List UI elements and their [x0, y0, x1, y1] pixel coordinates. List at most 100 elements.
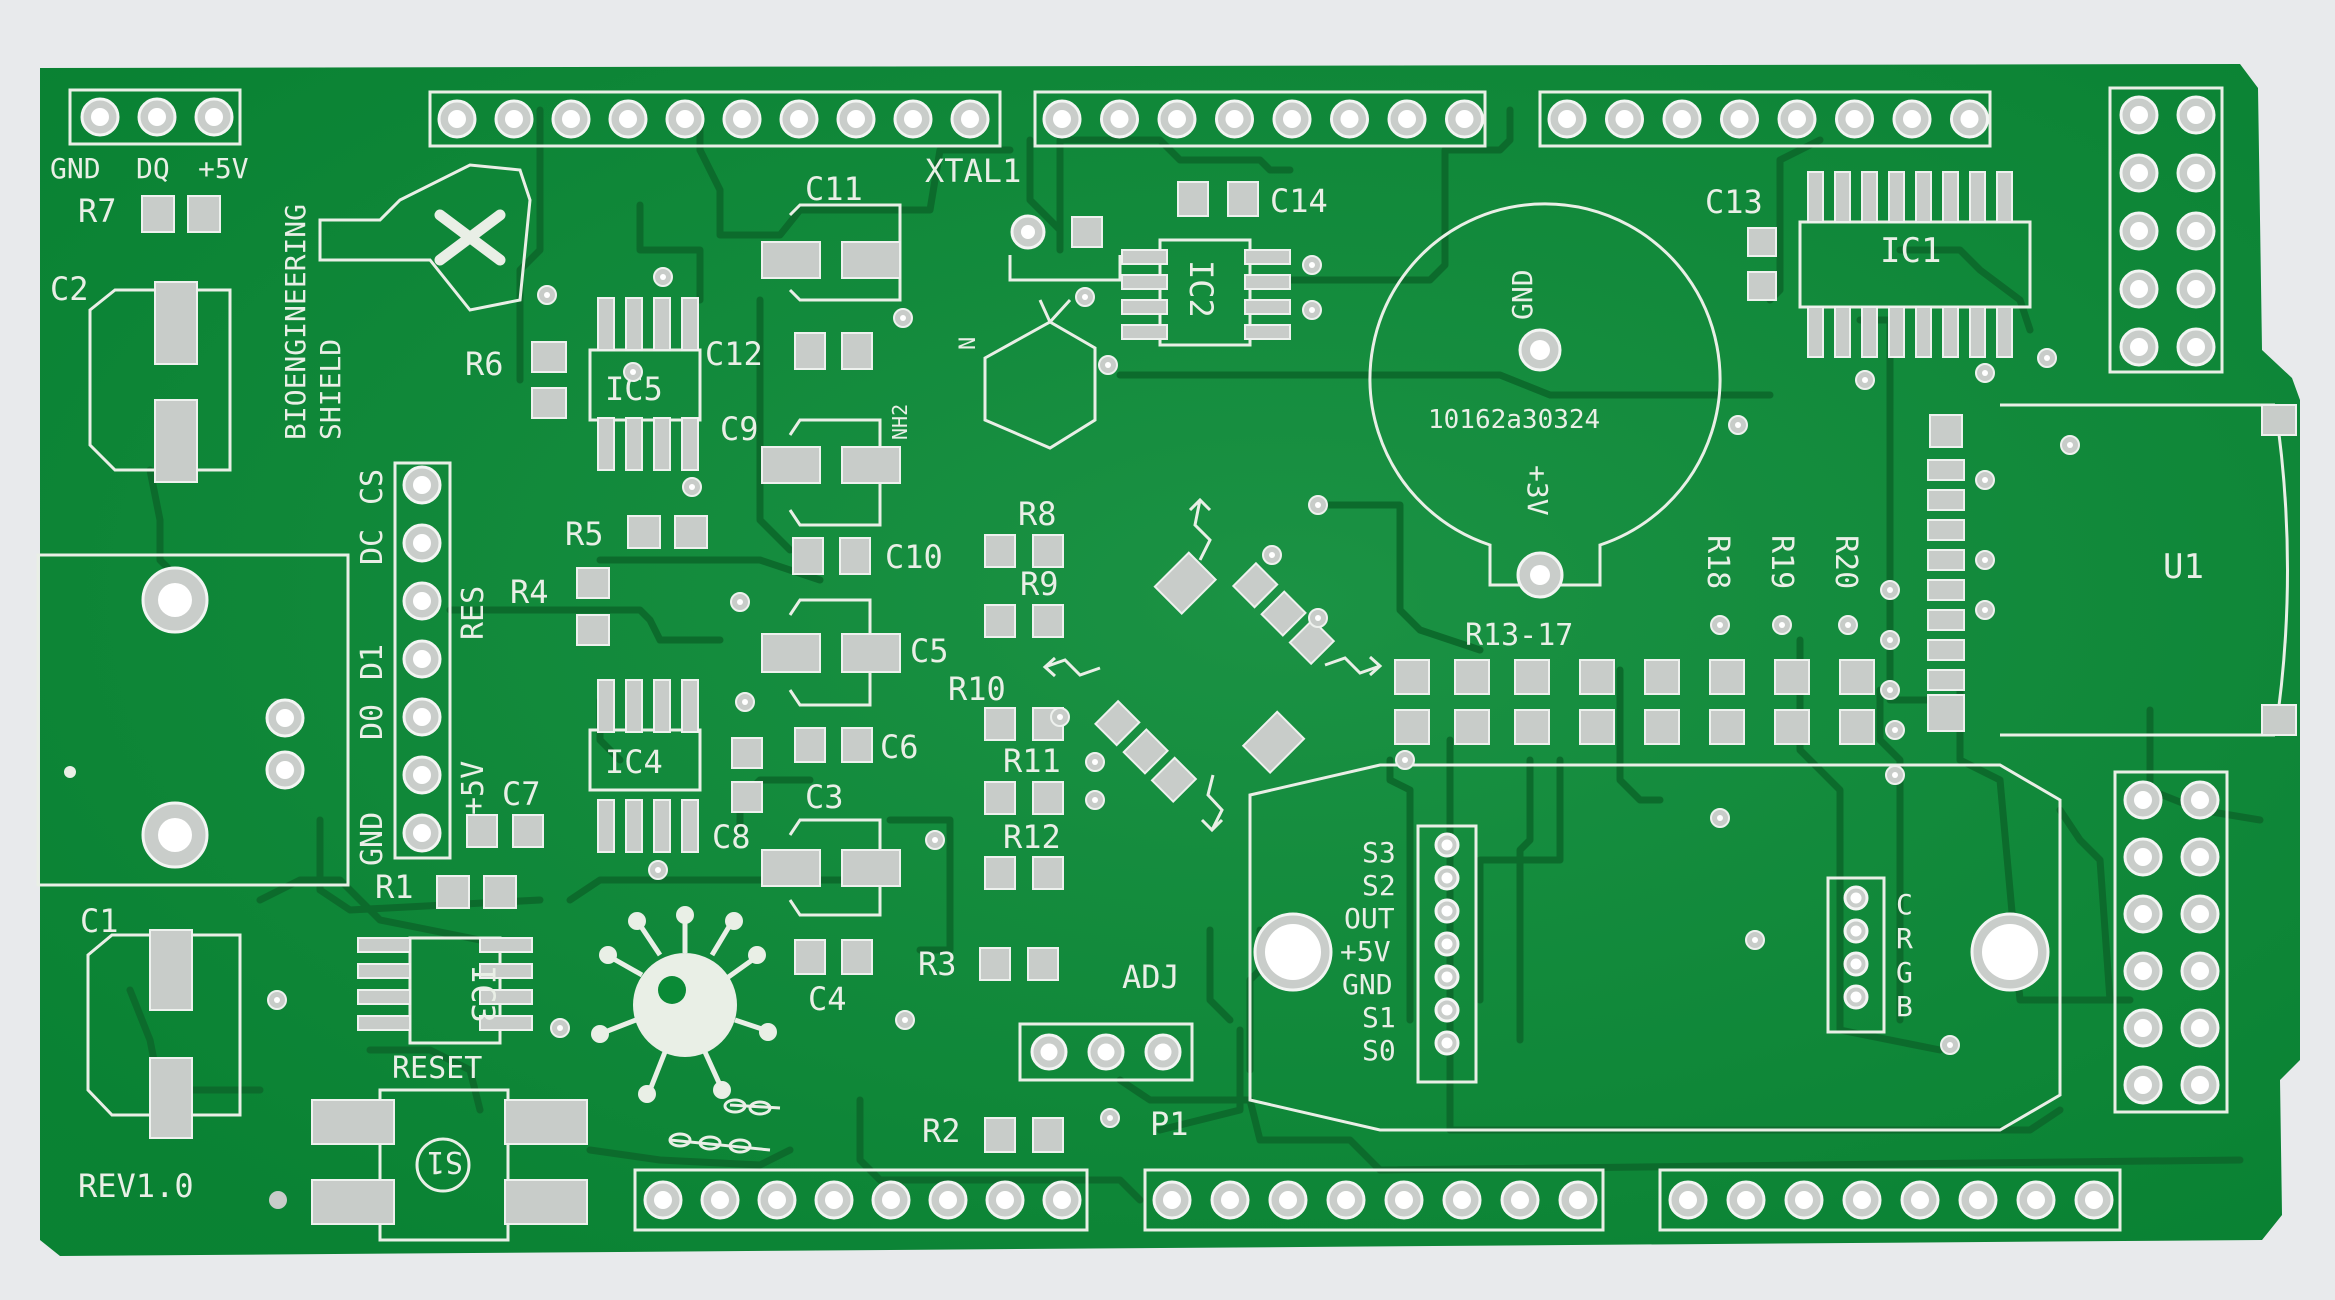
label-c11: C11: [805, 170, 863, 208]
through-hole-pin: [1434, 964, 1460, 990]
via: [1262, 545, 1282, 565]
through-hole-pin: [1950, 99, 1989, 139]
through-hole-pin: [1434, 898, 1460, 924]
through-hole-pin: [1784, 1180, 1824, 1220]
through-hole-pin: [2180, 1065, 2220, 1105]
virus-logo: [591, 906, 777, 1103]
via: [1975, 550, 1995, 570]
label-buzzer-code: 10162a30324: [1428, 405, 1600, 435]
through-hole-pin: [1326, 1180, 1366, 1220]
sd-card-socket-u1: [1927, 403, 2297, 737]
label-5v-side: +5V: [456, 761, 491, 815]
via: [1975, 470, 1995, 490]
label-gnd-top: GND: [50, 152, 101, 185]
label-c7: C7: [502, 775, 541, 813]
via: [1880, 680, 1900, 700]
through-hole-pin: [2074, 1180, 2114, 1220]
crystal-xtal1: [1008, 214, 1122, 282]
via: [1085, 790, 1105, 810]
through-hole-pin: [2119, 153, 2159, 193]
through-hole-pin: [2176, 95, 2216, 135]
label-r5: R5: [565, 515, 604, 553]
via: [1745, 930, 1765, 950]
label-dq: DQ: [136, 152, 170, 185]
via: [1085, 752, 1105, 772]
resistor-r11: [984, 781, 1064, 815]
label-r8: R8: [1018, 495, 1057, 533]
through-hole-pin: [757, 1180, 797, 1220]
chip-ic3: [357, 936, 533, 1045]
label-ic3: IC3: [464, 965, 502, 1023]
through-hole-pin: [700, 1180, 740, 1220]
through-hole-pin: [551, 99, 591, 139]
label-r11: R11: [1003, 742, 1061, 780]
colour-sensor-outline: [1248, 763, 2062, 1132]
label-adj: ADJ: [1122, 958, 1180, 996]
via: [1880, 630, 1900, 650]
through-hole-pin: [2180, 951, 2220, 991]
header-adj: [1018, 1022, 1194, 1082]
through-hole-pin: [1442, 1180, 1482, 1220]
via: [1098, 355, 1118, 375]
via: [1050, 707, 1070, 727]
via: [735, 692, 755, 712]
through-hole-pin: [1605, 99, 1644, 139]
capacitor-c6: [794, 727, 873, 763]
label-p1: P1: [1150, 1105, 1189, 1143]
label-xtal1: XTAL1: [925, 152, 1021, 190]
through-hole-pin: [1042, 1180, 1082, 1220]
rgb-led-diamond: [1094, 551, 1336, 804]
through-hole-pin: [1157, 99, 1197, 139]
through-hole-pin: [2016, 1180, 2056, 1220]
label-shield: SHIELD: [314, 339, 347, 440]
buzzer-footprint: [1368, 202, 1722, 599]
through-hole-pin: [2123, 780, 2163, 820]
header-gnd-dq-5v: [68, 88, 242, 146]
via: [623, 362, 643, 382]
through-hole-pin: [2180, 780, 2220, 820]
through-hole-pin: [608, 99, 648, 139]
through-hole-pin: [1662, 99, 1702, 139]
through-hole-pin: [2180, 1008, 2220, 1048]
through-hole-pin: [1434, 931, 1460, 957]
copper-traces: [126, 106, 2264, 1204]
via: [1302, 300, 1322, 320]
through-hole-pin: [1726, 1180, 1766, 1220]
via: [2060, 435, 2080, 455]
resistor-r3: [979, 947, 1059, 981]
through-hole-pin: [1843, 885, 1869, 911]
resistor-r5: [627, 515, 708, 549]
label-r7: R7: [78, 192, 117, 230]
label-5v-sensor: +5V: [1340, 935, 1391, 968]
label-nh2: NH2: [888, 404, 912, 440]
signal-wave-icons: [1042, 497, 1383, 833]
capacitor-c4: [794, 939, 873, 975]
via: [1710, 615, 1730, 635]
chip-ic5: [588, 297, 702, 471]
label-c12: C12: [705, 335, 763, 373]
through-hole-pin: [1152, 1180, 1192, 1220]
capacitor-c11: [761, 203, 902, 302]
capacitor-c7: [466, 814, 544, 848]
via: [682, 477, 702, 497]
power-jack-footprint: [36, 553, 350, 887]
via: [653, 267, 673, 287]
through-hole-pin: [402, 465, 442, 505]
through-hole-pin: [1387, 99, 1427, 139]
label-3v: +3V: [1521, 465, 1554, 516]
capacitor-c12: [794, 332, 873, 370]
label-r12: R12: [1003, 818, 1061, 856]
via: [1308, 495, 1328, 515]
through-hole-pin: [779, 99, 819, 139]
through-hole-pin: [1434, 865, 1460, 891]
through-hole-pin: [2176, 153, 2216, 193]
header-digital-10pin: [428, 90, 1002, 148]
label-r9: R9: [1020, 565, 1059, 603]
label-r19: R19: [1764, 535, 1799, 589]
label-c8: C8: [712, 818, 751, 856]
through-hole-pin: [402, 639, 442, 679]
via: [1308, 608, 1328, 628]
through-hole-pin: [1272, 99, 1312, 139]
via: [2037, 348, 2057, 368]
